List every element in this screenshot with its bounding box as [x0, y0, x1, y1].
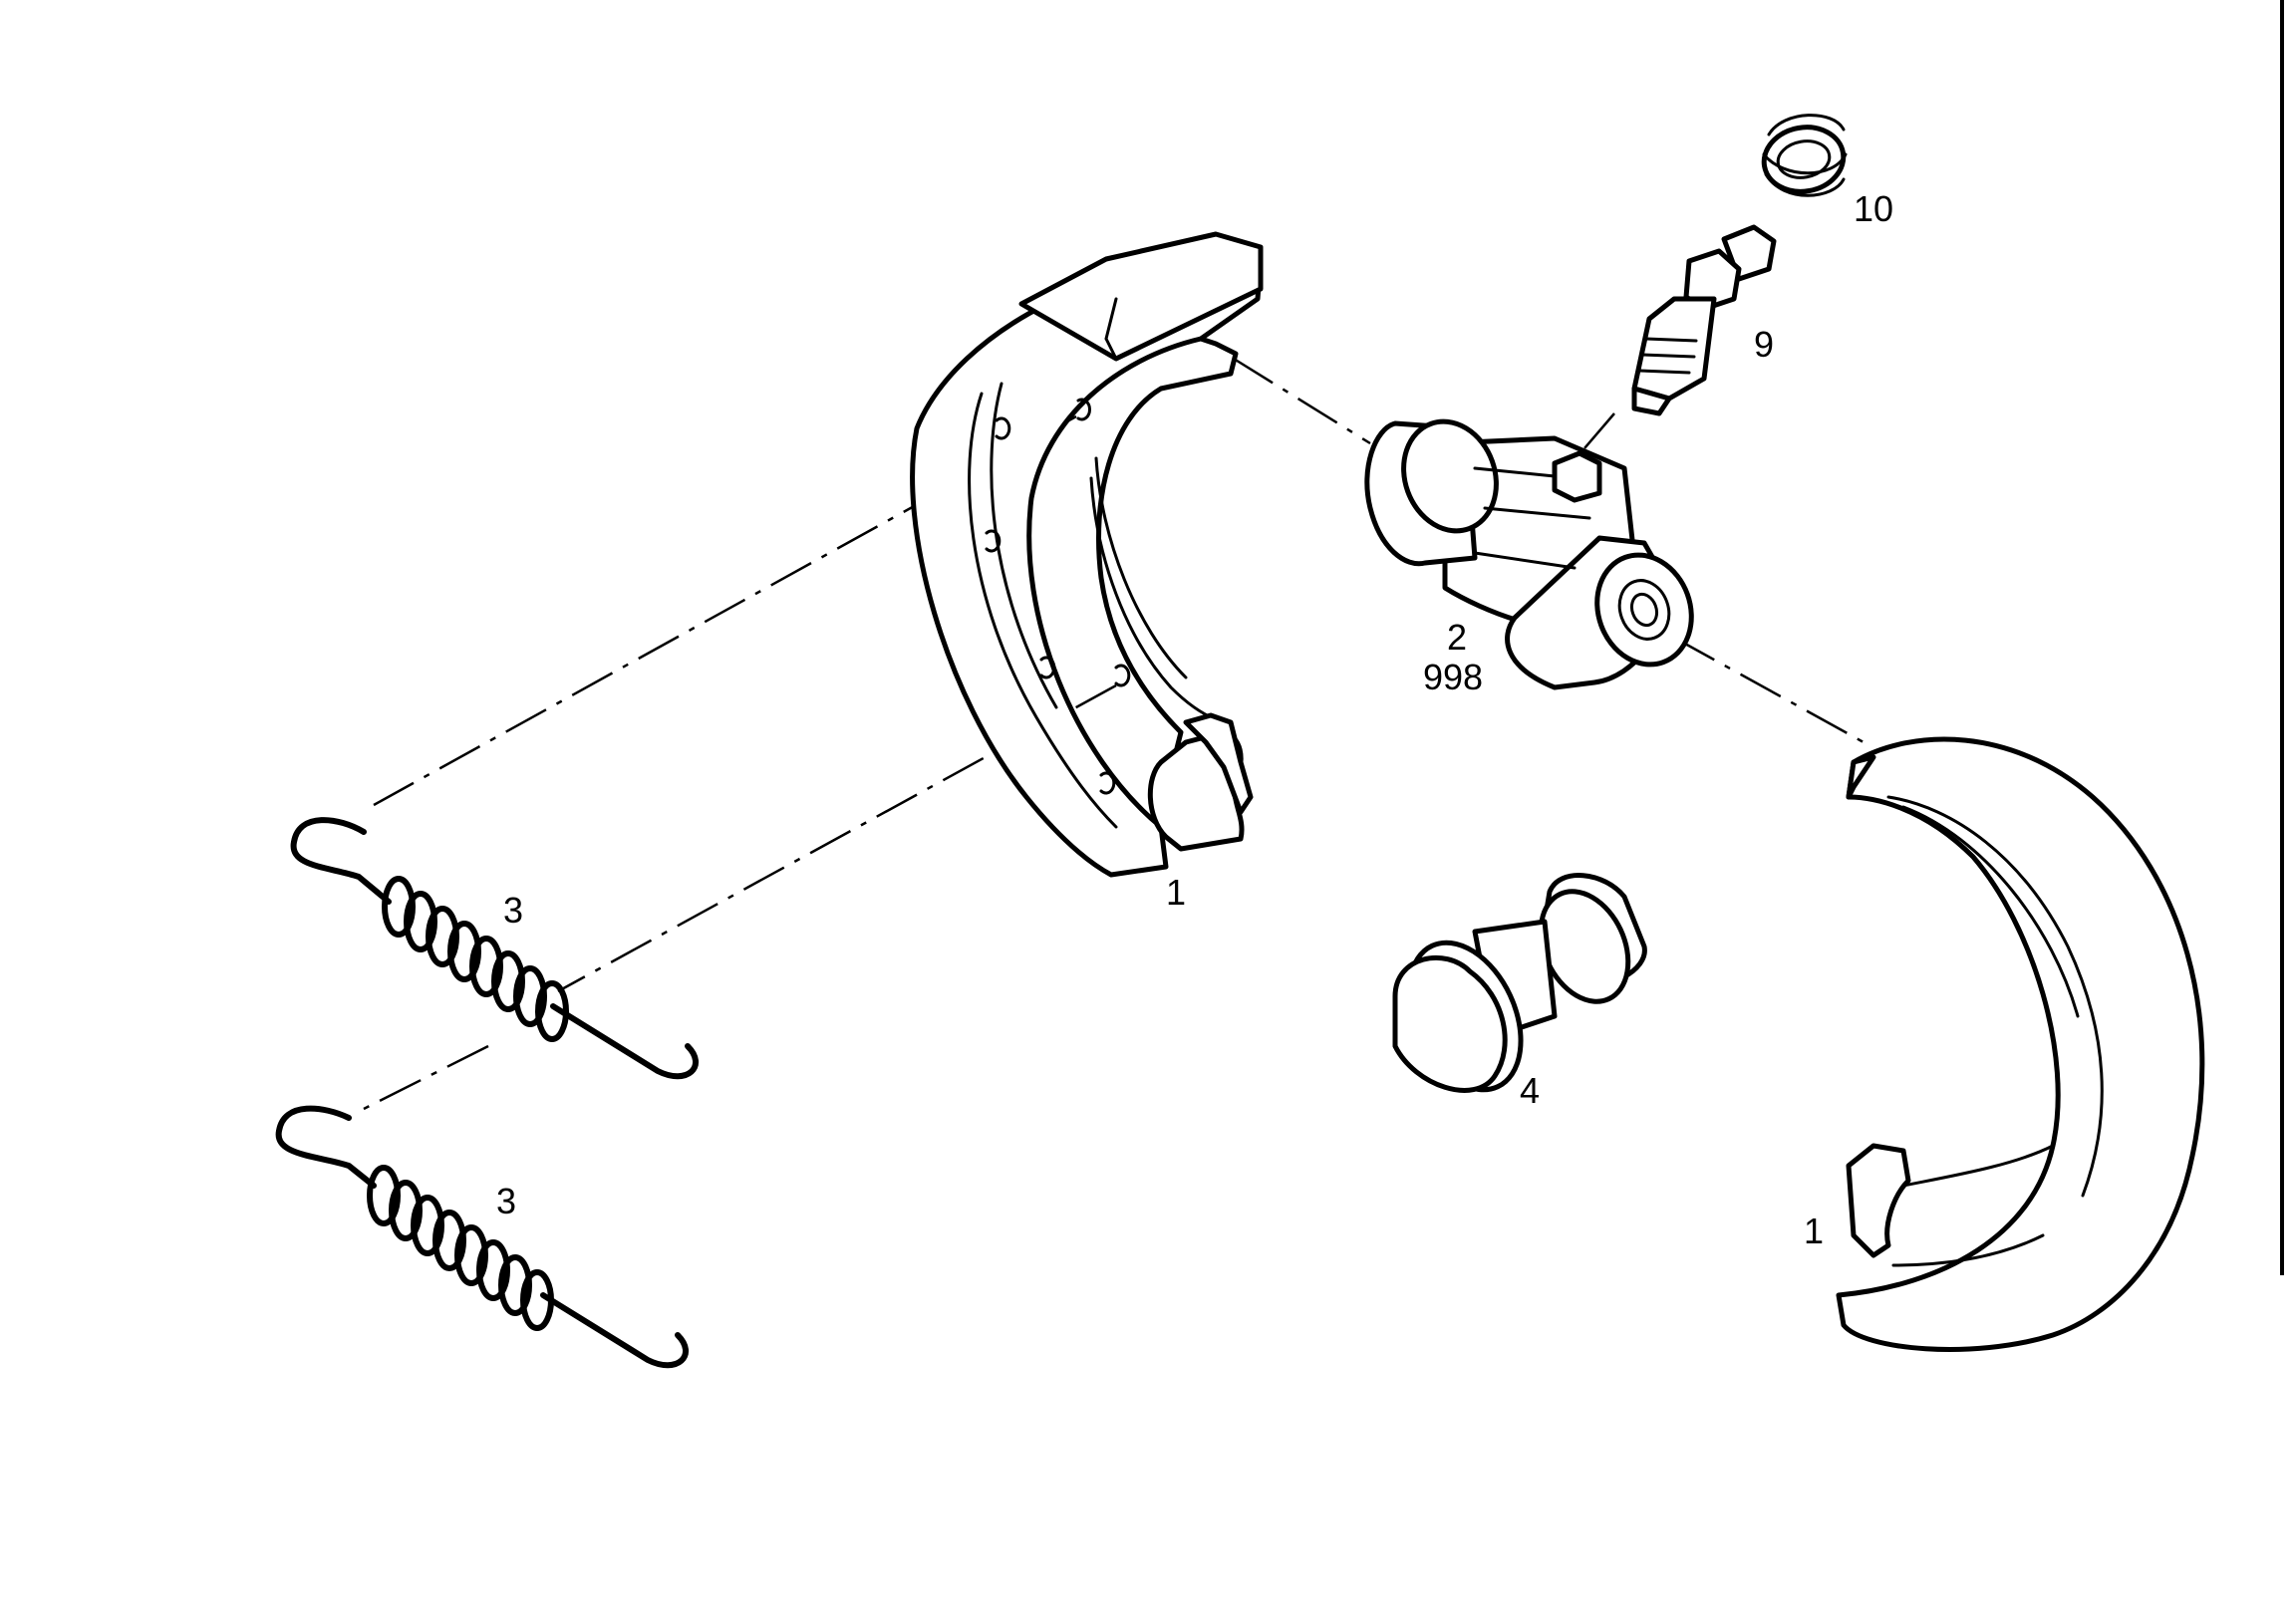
label-adjuster: 4	[1520, 1070, 1540, 1111]
adjuster-pin	[1392, 873, 1647, 1093]
label-wheel-cylinder-sub: 998	[1423, 657, 1483, 697]
label-shoe-right: 1	[1804, 1211, 1824, 1251]
part-labels: 1 1 2 998 3 3 4 9 10	[496, 188, 1893, 1251]
return-spring-upper	[290, 817, 699, 1080]
label-shoe-left: 1	[1166, 872, 1186, 913]
brake-shoe-right	[1836, 736, 2205, 1352]
label-dust-cap: 10	[1854, 188, 1893, 229]
wheel-cylinder	[1364, 418, 1694, 690]
dust-cap	[1761, 114, 1848, 197]
bleed-screw	[1631, 224, 1777, 416]
label-spring-lower: 3	[496, 1181, 516, 1221]
label-spring-upper: 3	[503, 890, 523, 931]
return-spring-lower	[275, 1105, 689, 1369]
label-wheel-cylinder: 2	[1447, 617, 1467, 658]
label-bleed-screw: 9	[1754, 324, 1774, 365]
brake-shoe-left	[910, 231, 1264, 878]
